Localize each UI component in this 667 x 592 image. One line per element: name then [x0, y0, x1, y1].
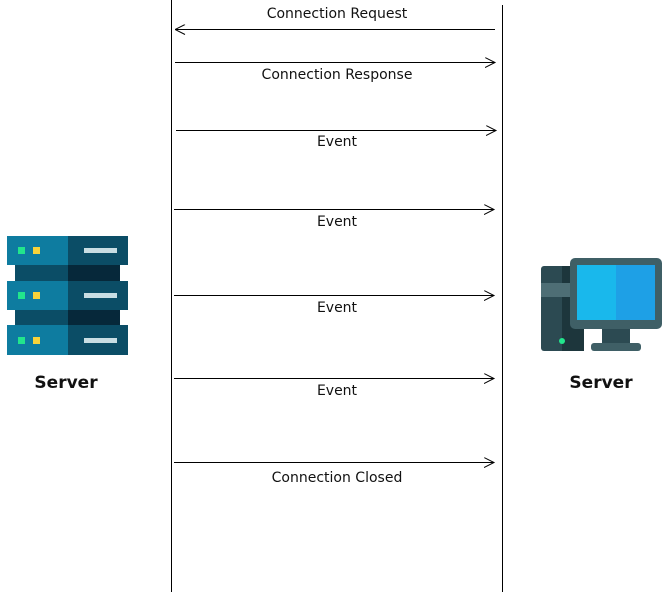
left-node-label: Server — [34, 373, 98, 393]
message-label: Event — [317, 214, 358, 230]
server-rack-icon — [7, 236, 128, 355]
message-label: Event — [317, 134, 358, 150]
message-label: Connection Closed — [272, 470, 403, 486]
desktop-computer-icon — [541, 258, 662, 351]
message-label: Event — [317, 383, 358, 399]
message-label: Event — [317, 300, 358, 316]
message-label: Connection Request — [267, 6, 408, 22]
message-label: Connection Response — [262, 67, 413, 83]
right-node-label: Server — [569, 373, 633, 393]
